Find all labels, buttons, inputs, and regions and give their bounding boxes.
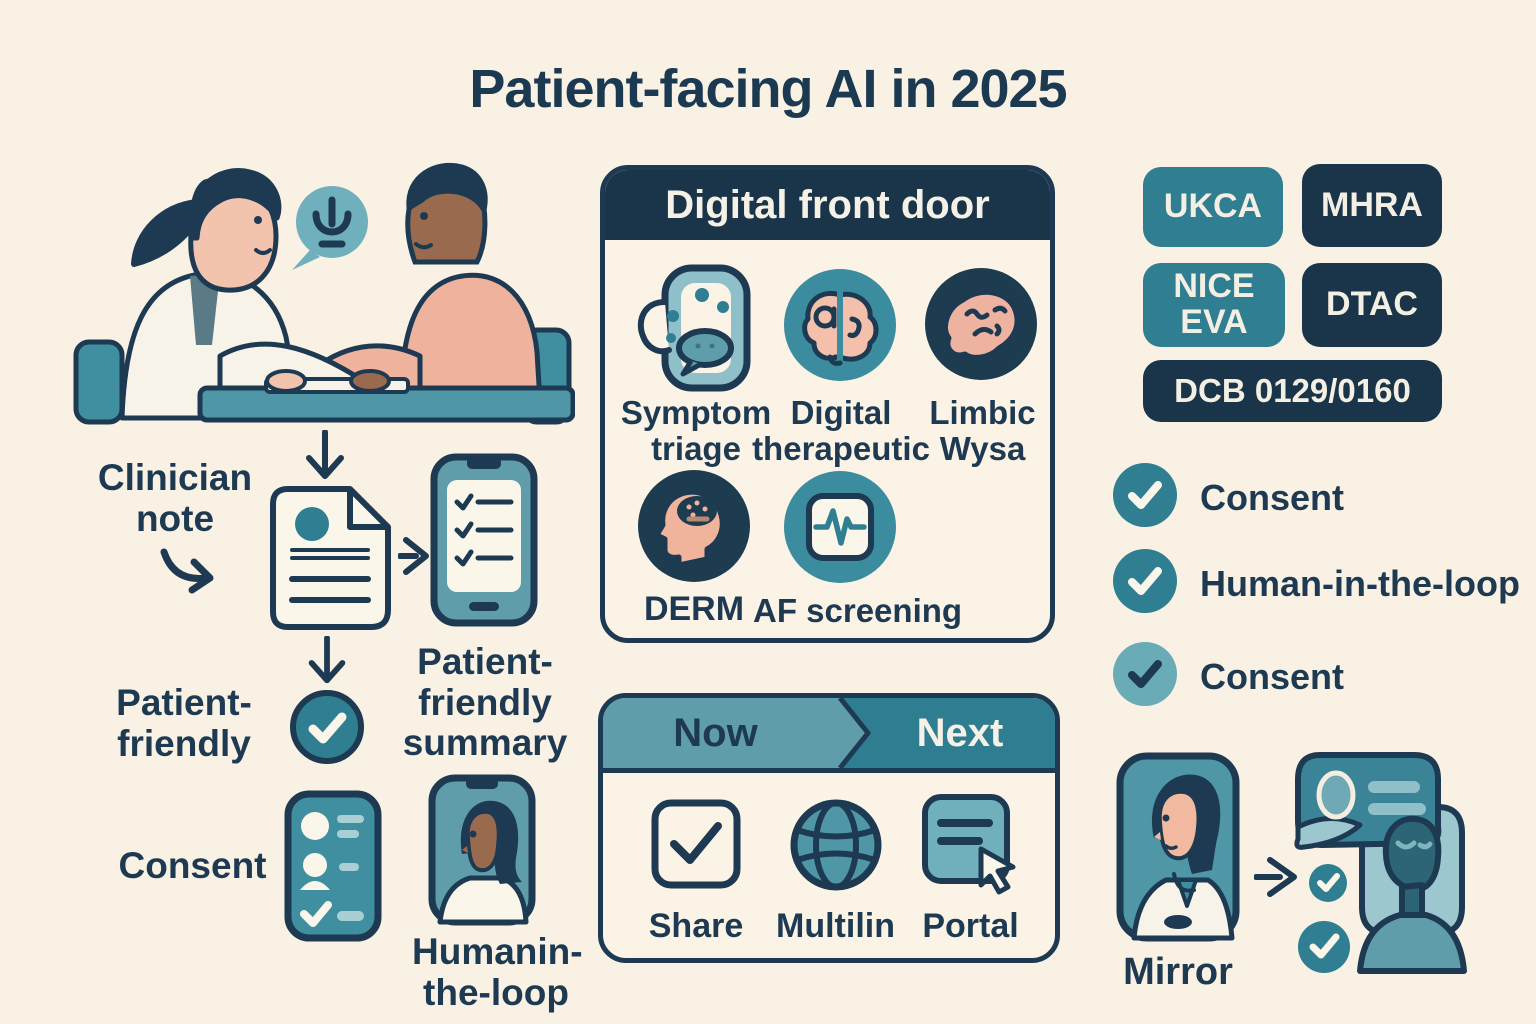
checklist-item-label: Consent bbox=[1200, 477, 1344, 518]
clinician-eye bbox=[254, 216, 262, 224]
clinician-chair bbox=[73, 339, 125, 425]
checklist-check-icon bbox=[1113, 463, 1177, 527]
checklist-item-label: Human-in-the-loop bbox=[1200, 563, 1520, 604]
clinician-patient-illustration bbox=[73, 163, 575, 425]
clinician-note-label: Clinician note bbox=[97, 457, 253, 539]
patient-hair bbox=[406, 163, 488, 213]
clinician-note-document-icon bbox=[270, 486, 391, 630]
clinician-ponytail bbox=[131, 199, 200, 267]
chevron-divider-icon bbox=[828, 698, 871, 768]
check-bubble-icon bbox=[1309, 864, 1347, 902]
front-door-item-label: AF screening bbox=[753, 592, 963, 629]
badge-nice-eva: NICE EVA bbox=[1143, 263, 1285, 347]
mirror-label: Mirror bbox=[1123, 951, 1233, 993]
front-door-item-label: Digital therapeutic bbox=[752, 394, 930, 468]
arrow-right-icon bbox=[398, 537, 429, 575]
curved-arrow-icon bbox=[160, 548, 214, 594]
human-in-loop-phone-icon bbox=[428, 774, 536, 926]
globe-icon bbox=[790, 799, 882, 891]
clinician-hair bbox=[187, 168, 282, 241]
front-door-item-label: DERM bbox=[643, 590, 745, 628]
digital-front-door-panel: Digital front door bbox=[600, 165, 1055, 643]
clinician-shirt bbox=[190, 273, 220, 345]
checklist-item-label: Consent bbox=[1200, 656, 1344, 697]
front-door-item-label: Symptom triage bbox=[620, 394, 772, 468]
roadmap-header: Now Next bbox=[603, 698, 1055, 773]
patient-smile bbox=[414, 242, 433, 250]
badge-dtac: DTAC bbox=[1302, 263, 1442, 347]
check-circle-icon bbox=[290, 690, 364, 764]
page-title: Patient-facing AI in 2025 bbox=[469, 59, 1067, 119]
patient-friendly-label: Patient-friendly bbox=[116, 682, 252, 764]
check-bubble-icon bbox=[1298, 921, 1350, 973]
badge-dcb: DCB 0129/0160 bbox=[1143, 360, 1442, 422]
summary-phone-icon bbox=[430, 453, 538, 627]
roadmap-item-label: Multilin bbox=[776, 907, 895, 945]
arrow-right-icon bbox=[1254, 857, 1297, 897]
next-label: Next bbox=[916, 710, 1004, 755]
badge-ukca: UKCA bbox=[1143, 167, 1283, 247]
chat-symptom-icon bbox=[637, 264, 751, 392]
now-label: Now bbox=[673, 710, 758, 755]
clinician-hand bbox=[265, 369, 307, 393]
checklist-check-icon bbox=[1113, 642, 1177, 706]
badge-mhra: MHRA bbox=[1302, 164, 1442, 247]
patient-hand bbox=[349, 369, 391, 393]
patient-eye bbox=[420, 212, 428, 220]
portal-click-icon bbox=[922, 794, 1016, 895]
front-door-item-label: Limbic Wysa bbox=[929, 394, 1036, 468]
arrow-down-icon bbox=[306, 430, 344, 479]
checklist-check-icon bbox=[1113, 549, 1177, 613]
mirror-chat-group bbox=[1294, 752, 1467, 974]
checkbox-check-icon bbox=[651, 799, 741, 889]
patient-friendly-summary-label: Patient-friendly summary bbox=[402, 641, 568, 764]
consent-phone-icon bbox=[284, 790, 382, 942]
split-brain-icon bbox=[784, 269, 896, 381]
roadmap-panel: Now Next Share Multilin Portal bbox=[598, 693, 1060, 963]
ecg-icon bbox=[784, 471, 896, 583]
clinician-smile bbox=[254, 248, 272, 255]
roadmap-item-label: Share bbox=[648, 907, 744, 945]
limbic-brain-icon bbox=[925, 268, 1037, 380]
now-segment bbox=[603, 698, 828, 768]
human-in-loop-label: Humanin-the-loop bbox=[412, 931, 583, 1013]
front-door-title: Digital front door bbox=[665, 182, 990, 227]
mic-speech-bubble bbox=[292, 186, 368, 270]
patient-silhouette-icon bbox=[1357, 815, 1467, 974]
mirror-phone-icon bbox=[1116, 752, 1240, 942]
front-door-header: Digital front door bbox=[605, 170, 1050, 240]
arrow-down-icon bbox=[308, 636, 346, 684]
roadmap-item-label: Portal bbox=[922, 907, 1019, 945]
derm-head-icon bbox=[638, 470, 750, 582]
consent-left-label: Consent bbox=[118, 845, 267, 886]
